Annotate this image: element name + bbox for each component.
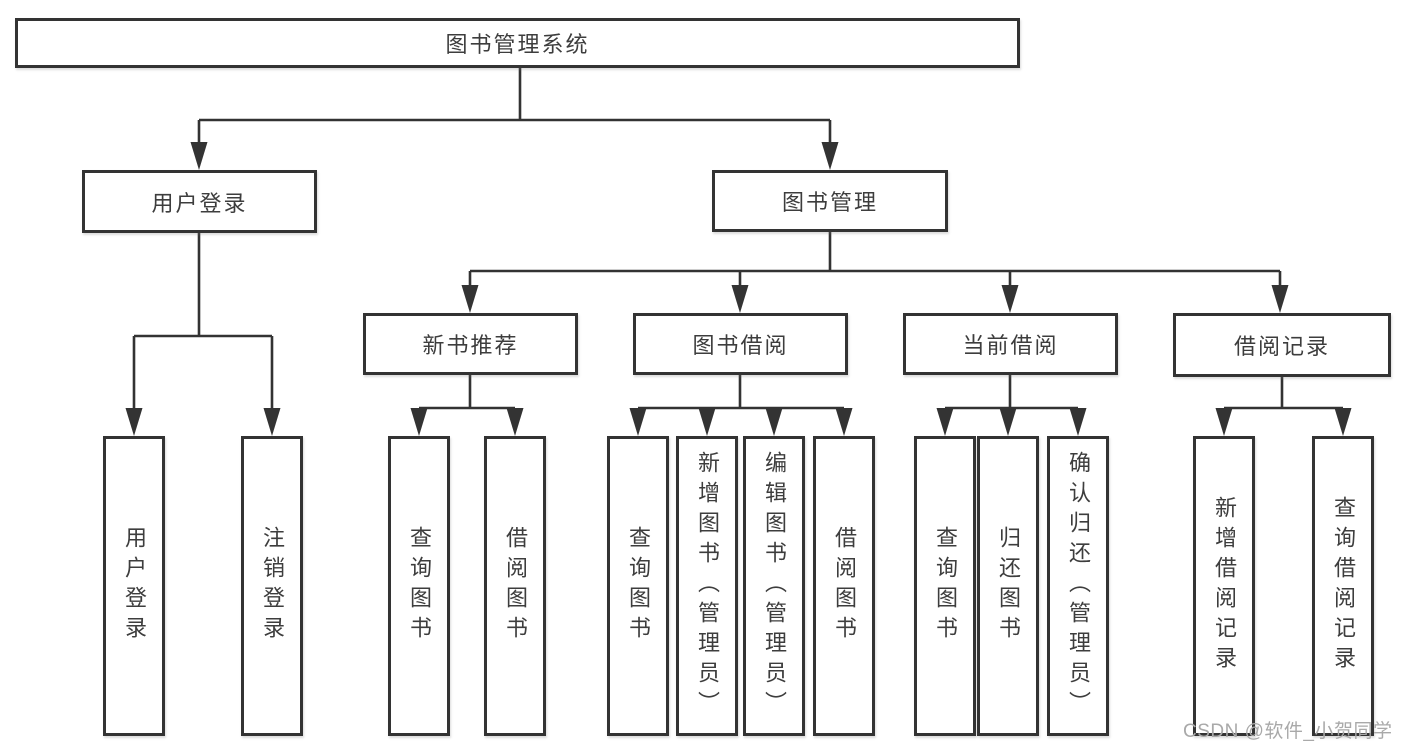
arrowhead-icons bbox=[125, 142, 1352, 436]
leaf-current-query-books: 查询图书 bbox=[914, 436, 976, 736]
leaf-newrec-query-books: 查询图书 bbox=[388, 436, 450, 736]
arrowhead-icon bbox=[999, 408, 1017, 436]
arrowhead-icon bbox=[1069, 408, 1087, 436]
arrowhead-icon bbox=[731, 285, 749, 313]
connector-book-management-group bbox=[468, 231, 1282, 289]
connector-user-login-group bbox=[132, 232, 274, 412]
connector-root-to-level2 bbox=[197, 67, 832, 146]
node-current-borrowing: 当前借阅 bbox=[903, 313, 1118, 375]
node-library-management-system: 图书管理系统 bbox=[15, 18, 1020, 68]
leaf-newrec-borrow-books: 借阅图书 bbox=[484, 436, 546, 736]
arrowhead-icon bbox=[1271, 285, 1289, 313]
leaf-borrow-borrow-books: 借阅图书 bbox=[813, 436, 875, 736]
arrowhead-icon bbox=[835, 408, 853, 436]
arrowhead-icon bbox=[821, 142, 839, 170]
connector-borrowing-group bbox=[636, 373, 846, 414]
node-book-management: 图书管理 bbox=[712, 170, 948, 232]
arrowhead-icon bbox=[1334, 408, 1352, 436]
leaf-logout: 注销登录 bbox=[241, 436, 303, 736]
leaf-current-confirm-return-admin: 确认归还（管理员） bbox=[1047, 436, 1109, 736]
watermark: CSDN @软件_小贺同学 bbox=[1183, 721, 1393, 742]
leaf-borrow-add-books-admin: 新增图书（管理员） bbox=[676, 436, 738, 736]
node-book-borrowing: 图书借阅 bbox=[633, 313, 848, 375]
arrowhead-icon bbox=[125, 408, 143, 436]
leaf-borrow-edit-books-admin: 编辑图书（管理员） bbox=[743, 436, 805, 736]
arrowhead-icon bbox=[410, 408, 428, 436]
connector-new-book-group bbox=[417, 373, 517, 414]
node-user-login: 用户登录 bbox=[82, 170, 317, 233]
leaf-records-add-record: 新增借阅记录 bbox=[1193, 436, 1255, 736]
leaf-current-return-books: 归还图书 bbox=[977, 436, 1039, 736]
arrowhead-icon bbox=[1215, 408, 1233, 436]
leaf-records-query-record: 查询借阅记录 bbox=[1312, 436, 1374, 736]
node-new-book-recommendation: 新书推荐 bbox=[363, 313, 578, 375]
arrowhead-icon bbox=[698, 408, 716, 436]
node-borrowing-records: 借阅记录 bbox=[1173, 313, 1391, 377]
arrowhead-icon bbox=[263, 408, 281, 436]
connector-current-group bbox=[943, 373, 1080, 414]
arrowhead-icon bbox=[1001, 285, 1019, 313]
arrowhead-icon bbox=[936, 408, 954, 436]
arrowhead-icon bbox=[190, 142, 208, 170]
connector-records-group bbox=[1222, 373, 1345, 414]
arrowhead-icon bbox=[629, 408, 647, 436]
leaf-user-login: 用户登录 bbox=[103, 436, 165, 736]
arrowhead-icon bbox=[506, 408, 524, 436]
arrowhead-icon bbox=[765, 408, 783, 436]
leaf-borrow-query-books: 查询图书 bbox=[607, 436, 669, 736]
arrowhead-icon bbox=[461, 285, 479, 313]
